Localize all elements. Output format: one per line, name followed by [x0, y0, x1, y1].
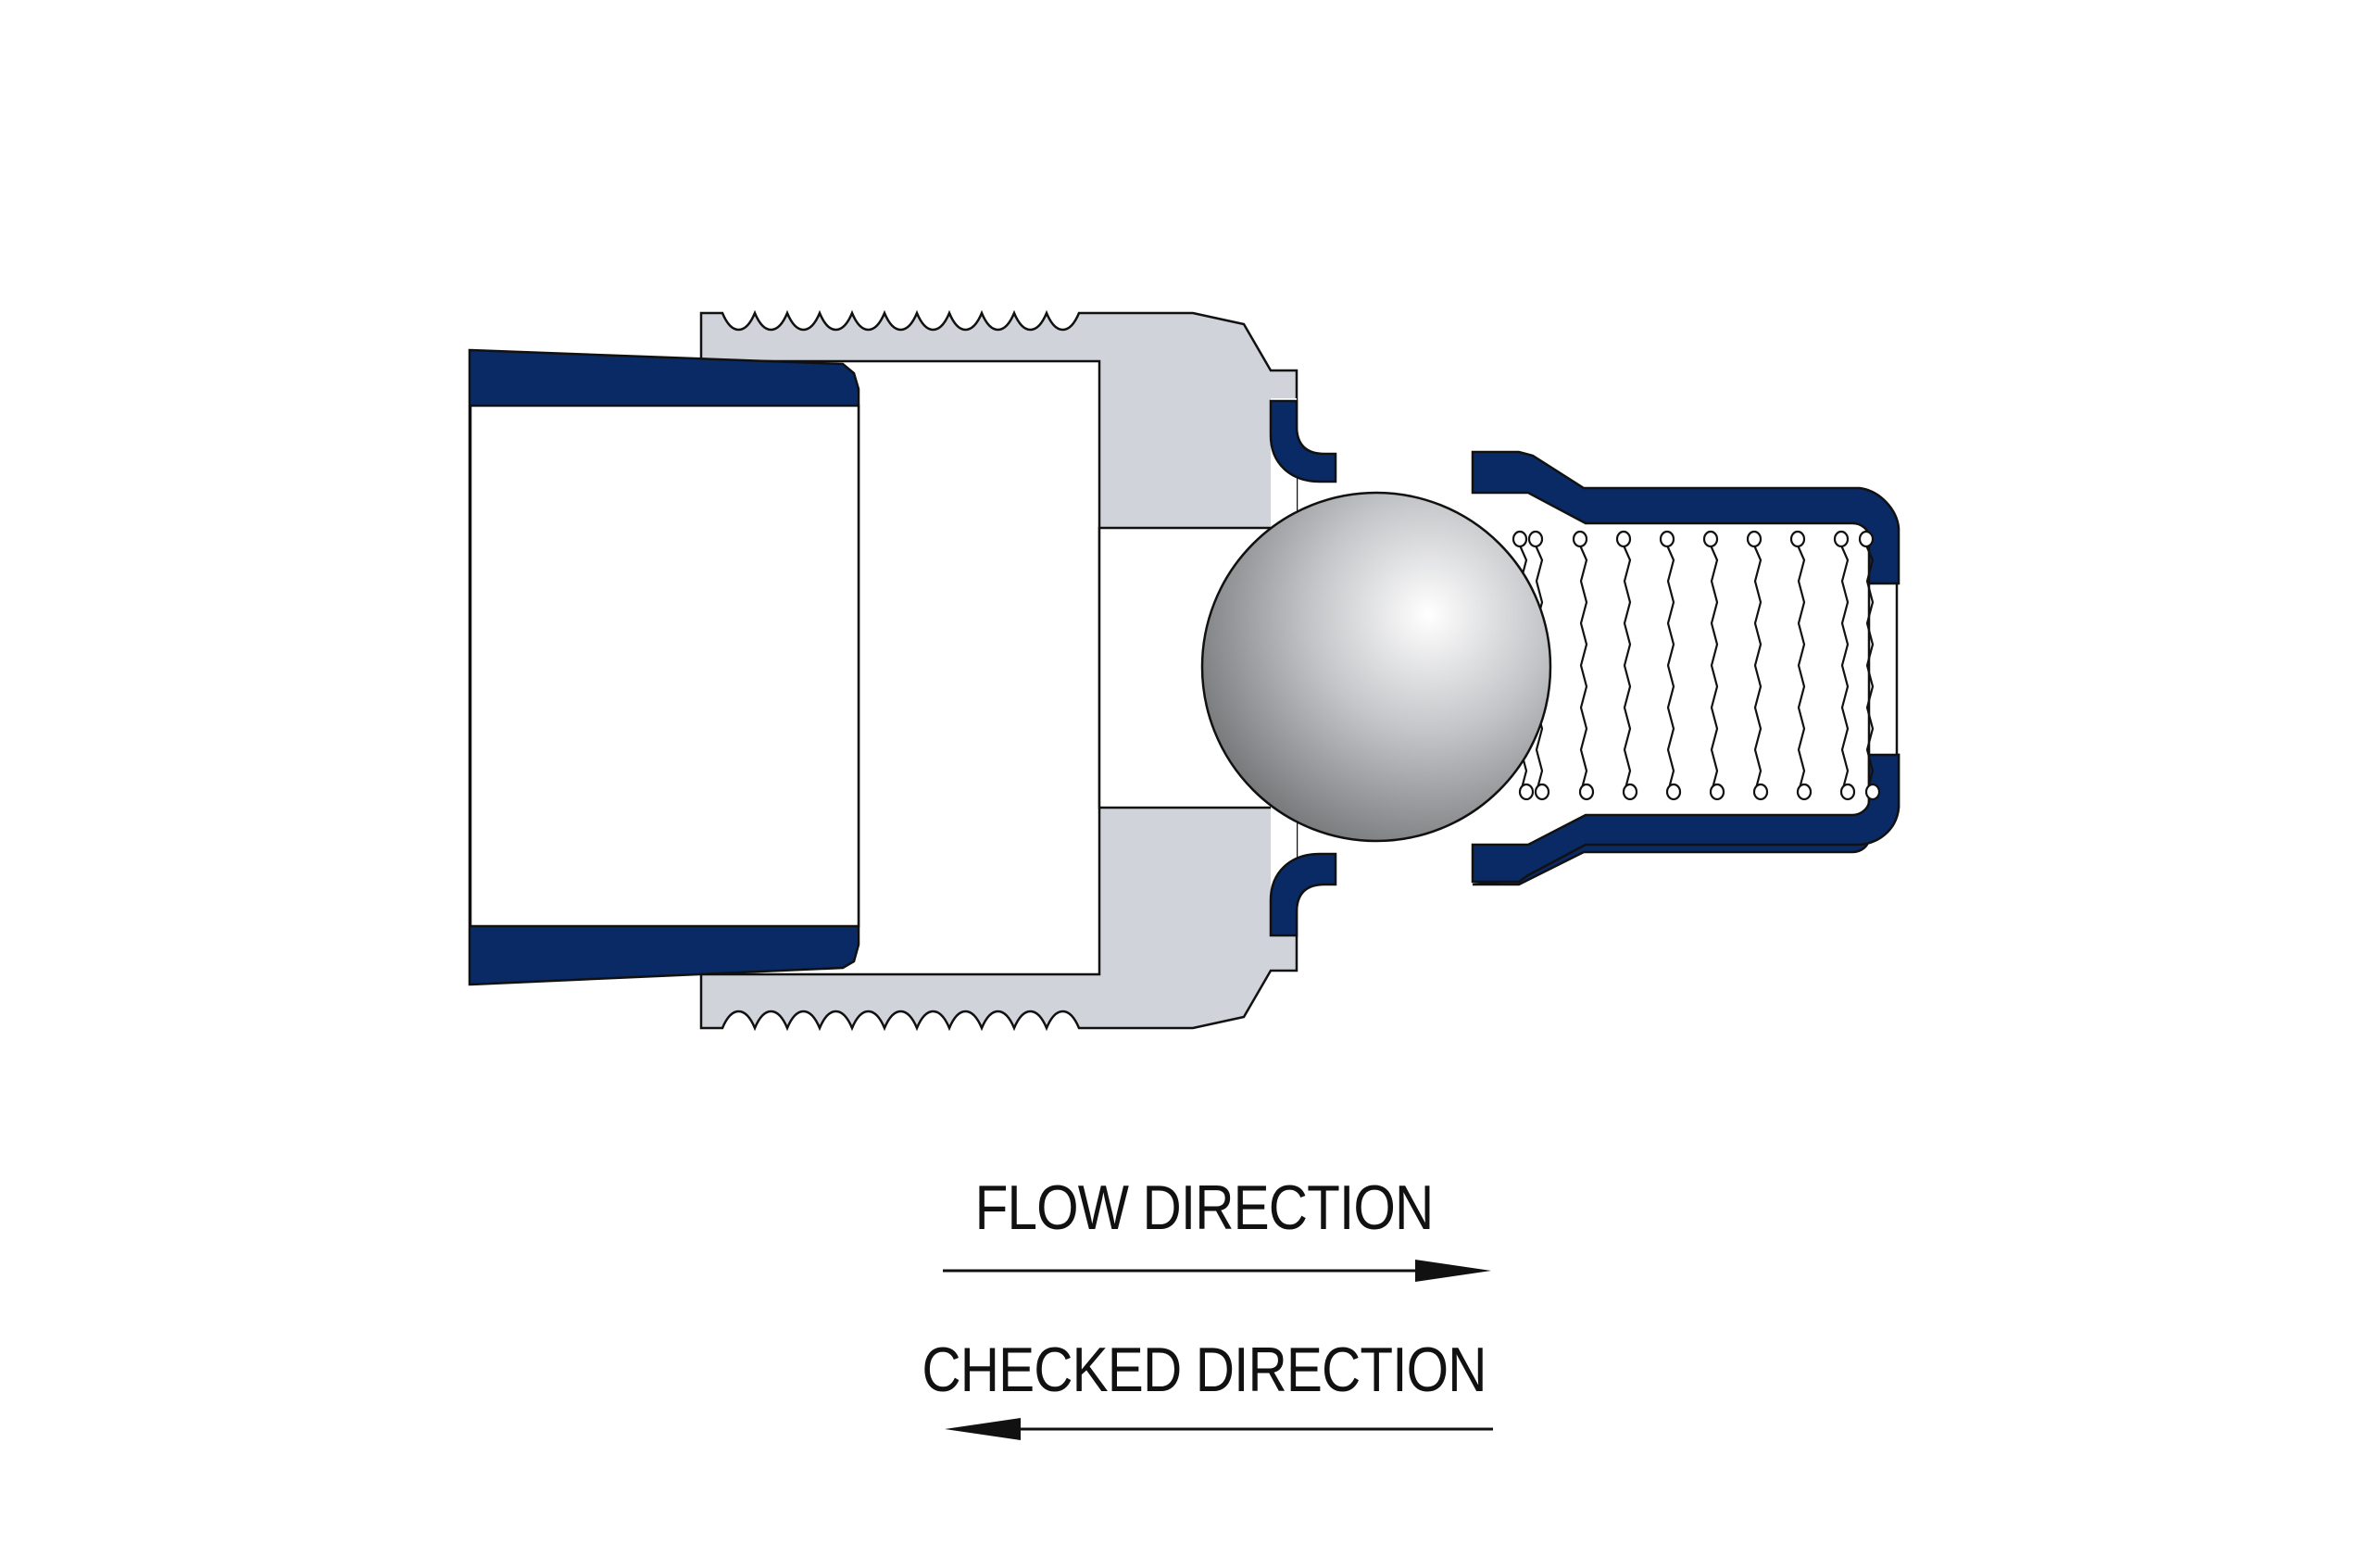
spring-coil-bottom-loop	[1709, 783, 1725, 801]
checked-direction-label: CHECKED DIRECTION	[922, 1335, 1487, 1405]
spring-coil-top-loop	[1512, 530, 1528, 548]
spring-coil-top-loop	[1858, 530, 1875, 548]
spring-coil-top-loop	[1702, 530, 1719, 548]
housing-end-port	[1867, 582, 1899, 757]
flow-arrow	[943, 1260, 1491, 1282]
spring-coil-bottom-loop	[1534, 783, 1550, 801]
seat-ring-bottom	[1269, 852, 1337, 937]
spring-coil-top-loop	[1659, 530, 1675, 548]
pipe	[468, 348, 860, 986]
spring	[1512, 530, 1881, 801]
spring-coil-bottom-loop	[1518, 783, 1535, 801]
spring-coil	[1750, 538, 1763, 793]
spring-coil-bottom-loop	[1578, 783, 1595, 801]
spring-housing	[1471, 450, 1901, 886]
spring-coil-bottom-loop	[1796, 783, 1813, 801]
housing-top-wall	[1471, 450, 1901, 585]
spring-coil	[1619, 538, 1632, 793]
spring-coil	[1793, 538, 1806, 793]
checked-arrowhead	[945, 1418, 1021, 1440]
spring-coil-bottom-loop	[1864, 783, 1881, 801]
seat-ring-top	[1269, 399, 1337, 483]
housing-bottom-flange	[1471, 753, 1901, 884]
spring-coil-top-loop	[1833, 530, 1850, 548]
spring-coil	[1575, 538, 1588, 793]
spring-coil	[1662, 538, 1675, 793]
pipe-bore	[469, 404, 860, 928]
spring-coil-top-loop	[1527, 530, 1544, 548]
checked-arrow	[945, 1418, 1493, 1440]
ball	[1200, 491, 1552, 843]
spring-coil-bottom-loop	[1665, 783, 1682, 801]
spring-coil-top-loop	[1615, 530, 1632, 548]
spring-coil-top-loop	[1572, 530, 1588, 548]
spring-coil	[1706, 538, 1719, 793]
flow-direction-label: FLOW DIRECTION	[974, 1173, 1435, 1243]
spring-coil-bottom-loop	[1622, 783, 1638, 801]
spring-coil-top-loop	[1746, 530, 1763, 548]
spring-coil-bottom-loop	[1839, 783, 1856, 801]
spring-coil-top-loop	[1789, 530, 1806, 548]
spring-coil	[1862, 538, 1875, 793]
flow-arrowhead	[1415, 1260, 1491, 1282]
spring-coil	[1837, 538, 1850, 793]
spring-coil-bottom-loop	[1752, 783, 1769, 801]
